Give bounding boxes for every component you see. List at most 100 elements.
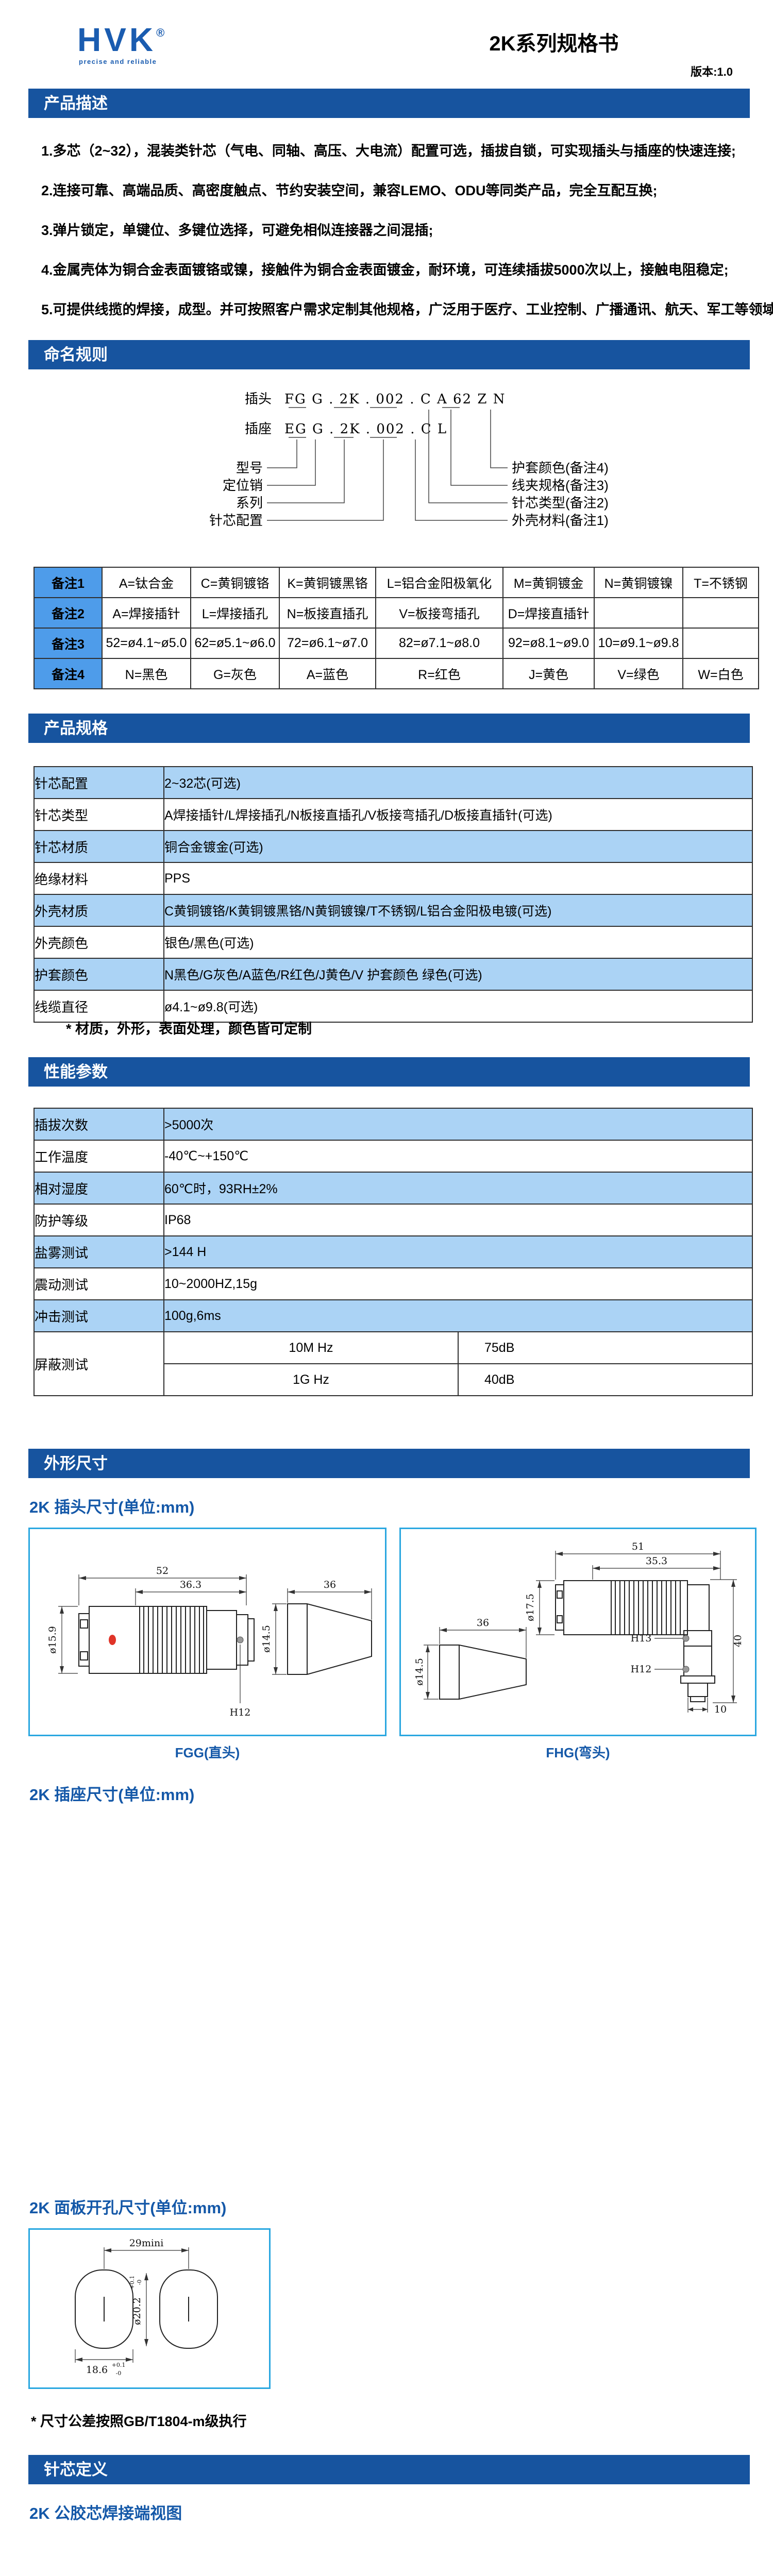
svg-text:ø14.5: ø14.5 [414, 1658, 425, 1686]
section-banner-description: 产品描述 [28, 89, 750, 118]
spec-value: 铜合金镀金(可选) [163, 830, 753, 863]
spec-label: 外壳颜色 [33, 926, 164, 959]
fgg-drawing-box: 52 36.3 ø15.9 36 ø14.5 H12 [28, 1528, 386, 1736]
perf-label: 震动测试 [33, 1267, 164, 1300]
description-item: 2.连接可靠、高端品质、高密度触点、节约安装空间，兼容LEMO、ODU等同类产品… [41, 183, 658, 198]
socket-label: 插座 [245, 421, 272, 436]
perf-freq: 1G Hz [163, 1363, 459, 1396]
table-cell [594, 597, 683, 629]
table-cell: 72=ø6.1~ø7.0 [279, 628, 376, 659]
table-cell: L=焊接插孔 [190, 597, 280, 629]
table-cell: K=黄铜镀黑铬 [279, 567, 376, 598]
remark-label: 备注4 [33, 658, 103, 689]
svg-text:H12: H12 [230, 1707, 251, 1718]
spec-value: ø4.1~ø9.8(可选) [163, 990, 753, 1023]
table-cell [682, 628, 759, 659]
spec-value: N黑色/G灰色/A蓝色/R红色/J黄色/V 护套颜色 绿色(可选) [163, 958, 753, 991]
svg-text:ø14.5: ø14.5 [261, 1625, 272, 1653]
description-item: 1.多芯（2~32），混装类针芯（气电、同轴、高压、大电流）配置可选，插拔自锁，… [41, 143, 736, 159]
table-cell: R=红色 [375, 658, 503, 689]
description-item: 3.弹片锁定，单键位、多键位选择，可避免相似连接器之间混插; [41, 223, 433, 238]
svg-text:18.6: 18.6 [86, 2364, 108, 2376]
table-cell: A=钛合金 [102, 567, 191, 598]
plug-code: FG G . 2K . 002 . C A 62 Z N [284, 392, 506, 407]
perf-value: 75dB [458, 1331, 753, 1364]
svg-text:ø20.2: ø20.2 [131, 2297, 143, 2325]
svg-text:ø17.5: ø17.5 [525, 1594, 536, 1621]
logo-text: HVK® [77, 21, 165, 58]
plug-label: 插头 [245, 391, 272, 406]
table-row: 外壳颜色银色/黑色(可选) [33, 926, 753, 959]
perf-label: 工作温度 [33, 1140, 164, 1173]
naming-right-label: 线夹规格(备注3) [512, 478, 609, 493]
section-banner-naming: 命名规则 [28, 340, 750, 369]
svg-text:36: 36 [477, 1617, 489, 1629]
spec-value: 2~32芯(可选) [163, 766, 753, 799]
table-cell: T=不锈钢 [682, 567, 759, 598]
brand-logo: HVK® precise and reliable [77, 16, 164, 65]
section-banner-performance: 性能参数 [28, 1057, 750, 1087]
table-row: 插拔次数>5000次 [33, 1108, 753, 1141]
table-cell: 62=ø5.1~ø6.0 [190, 628, 280, 659]
fhg-drawing: 51 35.3 ø17.5 40 36 ø14.5 H13 H12 10 [414, 1541, 744, 1715]
spec-label: 护套颜色 [33, 958, 164, 991]
perf-label: 插拔次数 [33, 1108, 164, 1141]
svg-text:+0.1: +0.1 [129, 2276, 136, 2290]
perf-label: 盐雾测试 [33, 1235, 164, 1268]
svg-text:52: 52 [156, 1565, 169, 1577]
svg-text:H12: H12 [631, 1664, 652, 1675]
spec-value: C黄铜镀铬/K黄铜镀黑铬/N黄铜镀镍/T不锈钢/L铝合金阳极电镀(可选) [163, 894, 753, 927]
remark-label: 备注2 [33, 597, 103, 629]
perf-label: 屏蔽测试 [33, 1331, 164, 1396]
table-row: 工作温度-40℃~+150℃ [33, 1140, 753, 1173]
table-cell: 92=ø8.1~ø9.0 [502, 628, 595, 659]
naming-left-label: 系列 [236, 495, 263, 511]
registered-mark-icon: ® [156, 26, 165, 39]
description-item: 4.金属壳体为铜合金表面镀铬或镍，接触件为铜合金表面镀金，耐环境，可连续插拔50… [41, 262, 729, 278]
perf-value: 10~2000HZ,15g [163, 1267, 753, 1300]
page-title: 2K系列规格书 [489, 32, 619, 55]
spec-note: * 材质，外形，表面处理，颜色皆可定制 [66, 1021, 312, 1037]
spec-label: 绝缘材料 [33, 862, 164, 895]
perf-value: >5000次 [163, 1108, 753, 1141]
table-cell: V=板接弯插孔 [375, 597, 503, 629]
table-cell: C=黄铜镀铬 [190, 567, 280, 598]
naming-right-label: 外壳材料(备注1) [512, 513, 609, 528]
naming-left-label: 定位销 [223, 478, 263, 493]
table-cell: N=黑色 [102, 658, 191, 689]
perf-value: 40dB [458, 1363, 753, 1396]
panel-cutout-drawing: 29mini ø20.2 +0.1 -0 18.6 +0.1 -0 [75, 2238, 218, 2377]
table-cell: L=铝合金阳极氧化 [375, 567, 503, 598]
fgg-caption: FGG(直头) [175, 1745, 240, 1760]
svg-text:36: 36 [324, 1579, 336, 1590]
spec-label: 针芯材质 [33, 830, 164, 863]
naming-rule-diagram: 插头 FG G . 2K . 002 . C A 62 Z N 插座 EG G … [209, 391, 609, 528]
table-cell: V=绿色 [594, 658, 683, 689]
svg-text:10: 10 [714, 1704, 727, 1715]
table-cell: 82=ø7.1~ø8.0 [375, 628, 503, 659]
svg-text:+0.1: +0.1 [112, 2362, 126, 2368]
table-cell: W=白色 [682, 658, 759, 689]
table-cell: A=蓝色 [279, 658, 376, 689]
socket-code: EG G . 2K . 002 . C L [284, 421, 447, 437]
panel-cutout-box: 29mini ø20.2 +0.1 -0 18.6 +0.1 -0 [28, 2228, 271, 2389]
panel-dims-heading: 2K 面板开孔尺寸(单位:mm) [29, 2199, 227, 2217]
svg-text:H13: H13 [631, 1633, 652, 1644]
table-cell [682, 597, 759, 629]
svg-text:36.3: 36.3 [180, 1579, 201, 1590]
fhg-drawing-box: 51 35.3 ø17.5 40 36 ø14.5 H13 H12 10 [399, 1528, 757, 1736]
table-cell: 10=ø9.1~ø9.8 [594, 628, 683, 659]
